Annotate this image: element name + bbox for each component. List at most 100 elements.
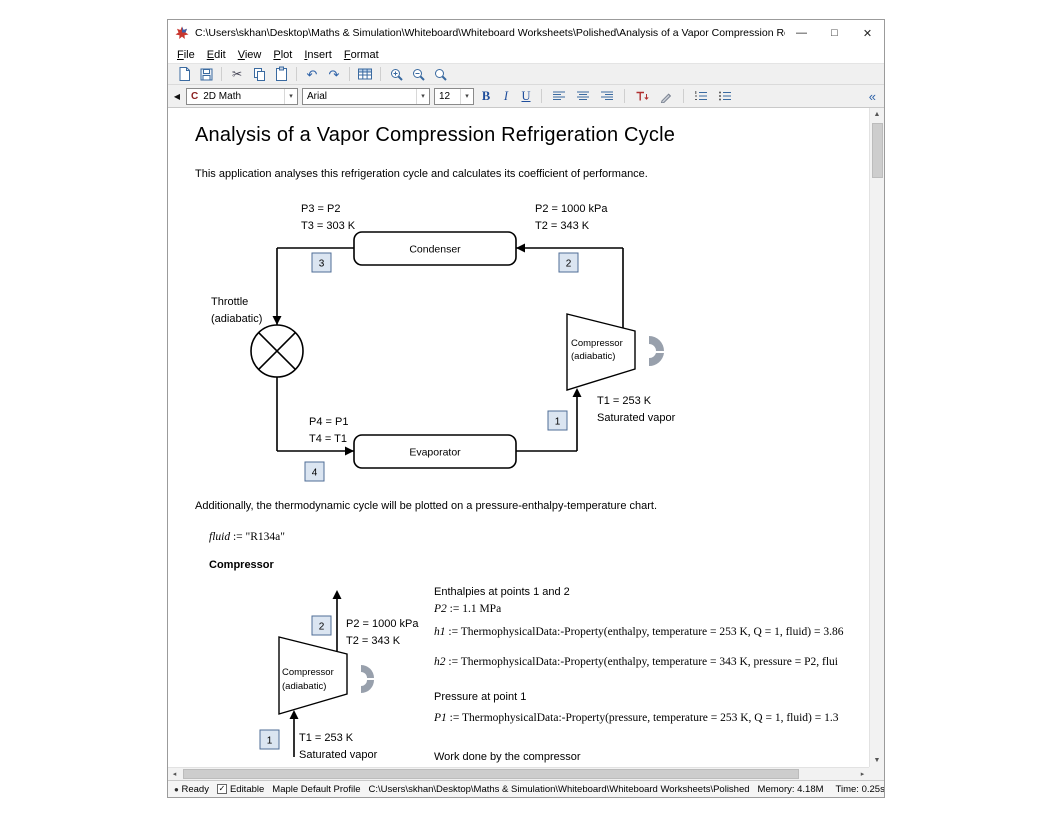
editable-toggle[interactable]: ✓Editable: [216, 784, 264, 795]
arrow-into-compressor: [572, 388, 582, 397]
underline-button[interactable]: U: [521, 88, 531, 103]
font-size-combo[interactable]: 12 ▾: [434, 87, 474, 105]
document-title: Analysis of a Vapor Compression Refriger…: [195, 124, 676, 146]
scroll-up-icon[interactable]: ▲: [873, 111, 881, 118]
bullet-list-icon[interactable]: [715, 87, 735, 105]
context-toolbar: ◀ C 2D Math ▾ Arial ▾ 12 ▾ B I U: [168, 85, 884, 108]
collapse-toolbar-button[interactable]: «: [868, 88, 876, 104]
toolbar-separator: [349, 67, 350, 81]
scroll-left-icon[interactable]: ◂: [172, 771, 177, 778]
arrow-discharge: [332, 590, 342, 599]
save-icon[interactable]: [196, 65, 216, 83]
compressor-label-2: (adiabatic): [571, 351, 615, 362]
vertical-scrollbar[interactable]: ▲ ▼: [869, 108, 884, 767]
copy-icon[interactable]: [249, 65, 269, 83]
state-badge-2: 2: [558, 252, 579, 273]
p2-label: P2 = 1000 kPa: [535, 203, 608, 215]
minimize-button[interactable]: —: [796, 27, 807, 39]
compressor-piping: [293, 598, 338, 757]
chevron-down-icon[interactable]: ▾: [416, 88, 429, 104]
editable-checkbox[interactable]: ✓: [216, 784, 227, 794]
font-value: Arial: [307, 90, 328, 102]
bold-button[interactable]: B: [481, 88, 491, 103]
chevron-down-icon[interactable]: ▾: [460, 88, 473, 104]
compressor-shape: [566, 313, 636, 391]
pressure-label: Pressure at point 1: [434, 691, 527, 703]
new-document-icon[interactable]: [174, 65, 194, 83]
current-path: C:\Users\skhan\Desktop\Maths & Simulatio…: [368, 783, 750, 795]
t1-label: T1 = 253 K: [299, 732, 354, 744]
compressor-shape: [278, 636, 348, 715]
evaporator-label: Evaporator: [409, 447, 461, 459]
scroll-down-icon[interactable]: ▼: [873, 757, 881, 764]
horizontal-scroll-thumb[interactable]: [183, 769, 799, 779]
chevron-down-icon[interactable]: ▾: [284, 88, 297, 104]
compressor-detail-diagram: Compressor (adiabatic) 2 1 P2 = 1000 kPa…: [259, 590, 419, 761]
zoom-in-icon[interactable]: [386, 65, 406, 83]
time-indicator: Time: 0.25s: [835, 783, 884, 795]
saturated-vapor-label: Saturated vapor: [597, 412, 676, 424]
window-title: C:\Users\skhan\Desktop\Maths & Simulatio…: [195, 27, 785, 39]
redo-icon[interactable]: ↷: [328, 66, 340, 82]
p1-var: P1: [434, 712, 447, 724]
ready-indicator-icon: ●: [174, 784, 179, 794]
pencil-icon[interactable]: [656, 87, 676, 105]
h1-var: h1: [434, 626, 446, 638]
style-prefix-label: C: [191, 90, 199, 102]
toolbar-separator: [683, 89, 684, 103]
search-icon[interactable]: [430, 65, 450, 83]
p2-var: P2: [434, 603, 447, 615]
p1-expr: := ThermophysicalData:-Property(pressure…: [446, 712, 839, 724]
t4-label: T4 = T1: [309, 433, 347, 445]
ready-status: ● Ready: [174, 784, 209, 795]
h2-expr: := ThermophysicalData:-Property(enthalpy…: [445, 656, 838, 668]
close-button[interactable]: ✕: [862, 27, 873, 40]
scroll-right-icon[interactable]: ▸: [860, 771, 865, 778]
cut-icon[interactable]: ✂: [231, 67, 243, 81]
arrow-into-condenser: [516, 243, 525, 253]
fluid-assignment: fluid := "R134a": [209, 531, 285, 543]
font-combo[interactable]: Arial ▾: [302, 87, 430, 105]
maximize-button[interactable]: □: [831, 27, 838, 39]
menu-view[interactable]: View: [237, 48, 262, 61]
scrollbar-corner: [869, 767, 884, 780]
svg-text:3: 3: [319, 259, 325, 270]
undo-icon[interactable]: ↶: [306, 66, 318, 82]
state-badge-3: 3: [311, 252, 332, 273]
menu-bar: File Edit View Plot Insert Format: [168, 46, 884, 63]
menu-plot[interactable]: Plot: [273, 48, 293, 61]
state-badge-1: 1: [259, 729, 280, 750]
horizontal-scrollbar[interactable]: ◂ ▸: [168, 767, 869, 780]
toolbar-scroll-left-icon[interactable]: ◀: [173, 91, 181, 101]
italic-button[interactable]: I: [503, 88, 509, 103]
p1-assignment: P1 := ThermophysicalData:-Property(press…: [434, 712, 866, 724]
menu-format[interactable]: Format: [343, 48, 379, 61]
fluid-expr: := "R134a": [230, 531, 285, 543]
align-left-icon[interactable]: [549, 87, 569, 105]
align-center-icon[interactable]: [573, 87, 593, 105]
paste-icon[interactable]: [271, 65, 291, 83]
menu-insert[interactable]: Insert: [304, 48, 332, 61]
text-mode-icon[interactable]: [632, 87, 652, 105]
menu-file[interactable]: File: [177, 48, 195, 61]
numbered-list-icon[interactable]: [691, 87, 711, 105]
saturated-vapor-label: Saturated vapor: [299, 749, 378, 761]
p2-label: P2 = 1000 kPa: [346, 618, 419, 630]
toolbar-separator: [221, 67, 222, 81]
vertical-scroll-thumb[interactable]: [872, 123, 883, 178]
table-icon[interactable]: [355, 65, 375, 83]
compressor-label-1: Compressor: [571, 338, 623, 349]
align-right-icon[interactable]: [597, 87, 617, 105]
toolbar-separator: [380, 67, 381, 81]
toolbar-separator: [296, 67, 297, 81]
zoom-out-icon[interactable]: [408, 65, 428, 83]
enthalpies-label: Enthalpies at points 1 and 2: [434, 586, 570, 598]
menu-edit[interactable]: Edit: [206, 48, 226, 61]
worksheet-area: Analysis of a Vapor Compression Refriger…: [168, 108, 884, 780]
compressor-section-heading: Compressor: [209, 559, 274, 571]
refrigeration-cycle-diagram: Condenser Evaporator Throttle (adiabatic…: [211, 203, 676, 482]
worksheet-canvas[interactable]: Analysis of a Vapor Compression Refriger…: [168, 108, 869, 767]
style-combo[interactable]: C 2D Math ▾: [186, 87, 298, 105]
p3-label: P3 = P2: [301, 203, 340, 215]
h1-expr: := ThermophysicalData:-Property(enthalpy…: [445, 626, 844, 638]
